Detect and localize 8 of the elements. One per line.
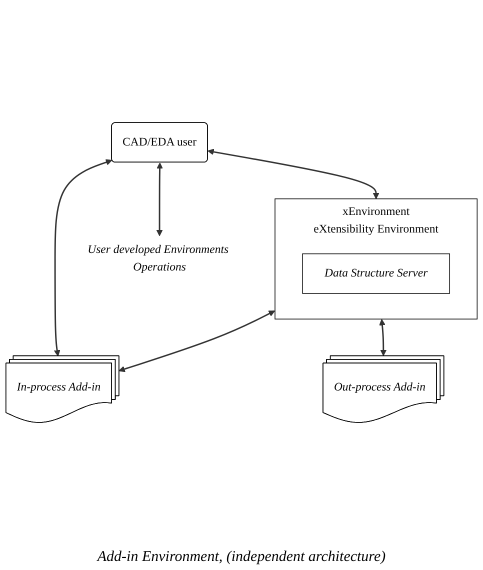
- note-text: Add-in Environment, (independent architecture): [97, 549, 386, 566]
- arrow: [379, 319, 387, 356]
- arrow: [54, 159, 112, 356]
- arrow: [118, 310, 276, 372]
- node-text: User developed Environments Operations: [88, 244, 229, 274]
- arrow: [156, 162, 163, 236]
- arrow: [208, 148, 380, 200]
- node-box: Data Structure Server: [302, 253, 450, 294]
